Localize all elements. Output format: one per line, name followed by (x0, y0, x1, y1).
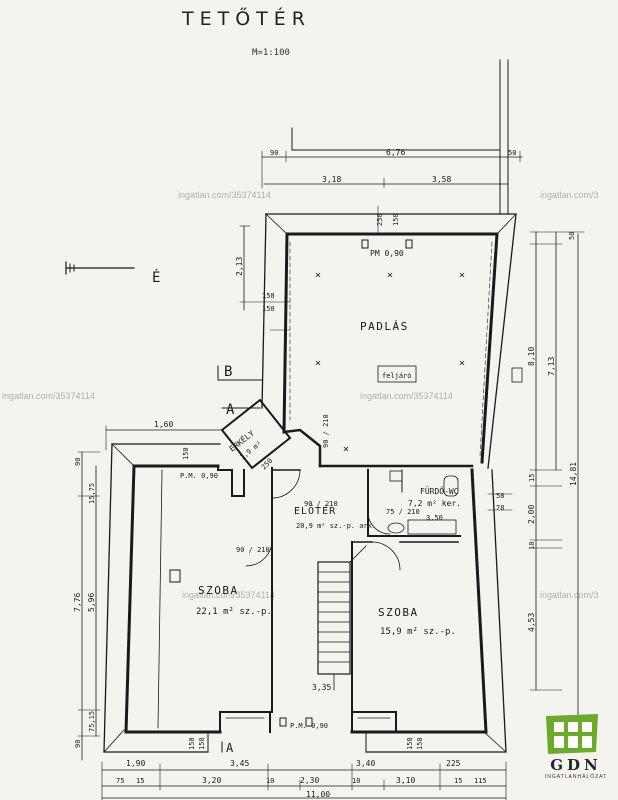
dim-label: 2,00 (527, 505, 536, 524)
dim-label: 78 (496, 504, 504, 512)
dim-label: 3,20 (202, 776, 221, 785)
dim-label: 15 (454, 777, 462, 785)
dim-label: 15 (136, 777, 144, 785)
section-mark-a-bottom: A (226, 741, 234, 755)
label-stair-height: 3,35 (312, 683, 331, 692)
section-mark-a: A (226, 402, 235, 418)
dim-label: 150 (416, 737, 424, 750)
room-szoba-right-area: 15,9 m² sz.-p. (380, 627, 456, 637)
room-szoba-left-area: 22,1 m² sz.-p. (196, 607, 272, 617)
dim-label: 75,15 (88, 711, 96, 732)
dim-label: 15,75 (88, 483, 96, 504)
gdn-logo-icon (546, 714, 598, 754)
dim-label: 225 (446, 759, 461, 768)
dim-label: 7,76 (73, 593, 82, 612)
svg-text:×: × (315, 270, 321, 281)
dim-label: 75 (116, 777, 124, 785)
dim-label: 6,76 (386, 148, 405, 157)
dim-label: 3,58 (432, 175, 451, 184)
room-padlas: PADLÁS (360, 320, 409, 333)
svg-text:×: × (459, 358, 465, 369)
watermark: ingatlan.com/35374114 (182, 590, 275, 600)
dim-label: 2,30 (300, 776, 319, 785)
label-feljaro: feljáró (382, 372, 412, 380)
label-door-c: 90 / 210 (236, 546, 270, 554)
dim-label: 2,13 (235, 257, 244, 276)
dim-label: 150 (392, 213, 400, 226)
dim-label: 3,45 (230, 759, 249, 768)
room-szoba-right: SZOBA (378, 606, 419, 619)
svg-text:×: × (343, 444, 349, 455)
dim-label: 10 (266, 777, 274, 785)
room-eloter: ELŐTÉR (294, 503, 336, 517)
section-mark-b: B (224, 364, 232, 380)
svg-text:×: × (315, 358, 321, 369)
room-furdo-area: 7,2 m² ker. (408, 499, 461, 508)
dim-label: 1,60 (154, 420, 173, 429)
label-pm-left: P.M. 0,90 (180, 472, 218, 480)
north-label: É (152, 269, 160, 286)
dim-label: 150 (198, 737, 206, 750)
room-furdo: FÜRDŐ-WC (420, 486, 459, 496)
dim-label: 3,10 (396, 776, 415, 785)
dim-label: 7,13 (547, 357, 556, 376)
dim-label: 150 (182, 447, 190, 460)
dim-label: 1,90 (126, 759, 145, 768)
dim-label: 4,53 (527, 613, 536, 632)
plan-title: TETŐTÉR (182, 8, 311, 30)
dim-label: 150 (262, 292, 275, 300)
watermark: ingatlan.com/3 (540, 190, 599, 200)
dim-label: 8,10 (527, 347, 536, 366)
dim-label: 50 (508, 149, 516, 157)
dim-label: 10 (352, 777, 360, 785)
svg-text:×: × (387, 270, 393, 281)
dim-label: 50 (568, 232, 576, 240)
dim-label: 58 (496, 492, 504, 500)
svg-text:×: × (459, 270, 465, 281)
dim-label: 115 (474, 777, 487, 785)
dim-label: 10 (528, 542, 536, 550)
watermark: ingatlan.com/35374114 (178, 190, 271, 200)
dim-label: 150 (406, 737, 414, 750)
label-door-a: 90 / 210 (322, 414, 330, 448)
dim-label: 15 (528, 474, 536, 482)
dim-label: 250 (376, 213, 384, 226)
logo-subtitle: INGATLANHÁLÓZAT (544, 774, 608, 780)
dim-label: 3,40 (356, 759, 375, 768)
label-pm-top: PM 0,90 (370, 249, 404, 258)
label-door-b: 90 / 210 (304, 500, 338, 508)
dim-label: 3,18 (322, 175, 341, 184)
plan-scale: M=1:100 (252, 48, 290, 58)
watermark: ingatlan.com/35374114 (2, 391, 95, 401)
label-door-bath: 75 / 210 (386, 508, 420, 516)
dim-label: 90 (74, 458, 82, 466)
dim-label: 14,81 (569, 462, 578, 486)
dim-label: 90 (74, 740, 82, 748)
room-szoba-left: SZOBA (198, 584, 239, 597)
dim-label: 90 (270, 149, 278, 157)
watermark: ingatlan.com/3 (540, 590, 599, 600)
dim-label: 150 (188, 737, 196, 750)
dim-label: 150 (262, 305, 275, 313)
label-pm-bottom: P.M. 0,90 (290, 722, 328, 730)
label-tub: 3,50 (426, 514, 443, 522)
dim-label: 5,96 (87, 593, 96, 612)
watermark: ingatlan.com/35374114 (360, 391, 453, 401)
room-eloter-area: 20,9 m² sz.-p. ark. (296, 522, 376, 530)
dim-label: 11,00 (306, 790, 330, 799)
logo-text: GDN (550, 756, 602, 774)
